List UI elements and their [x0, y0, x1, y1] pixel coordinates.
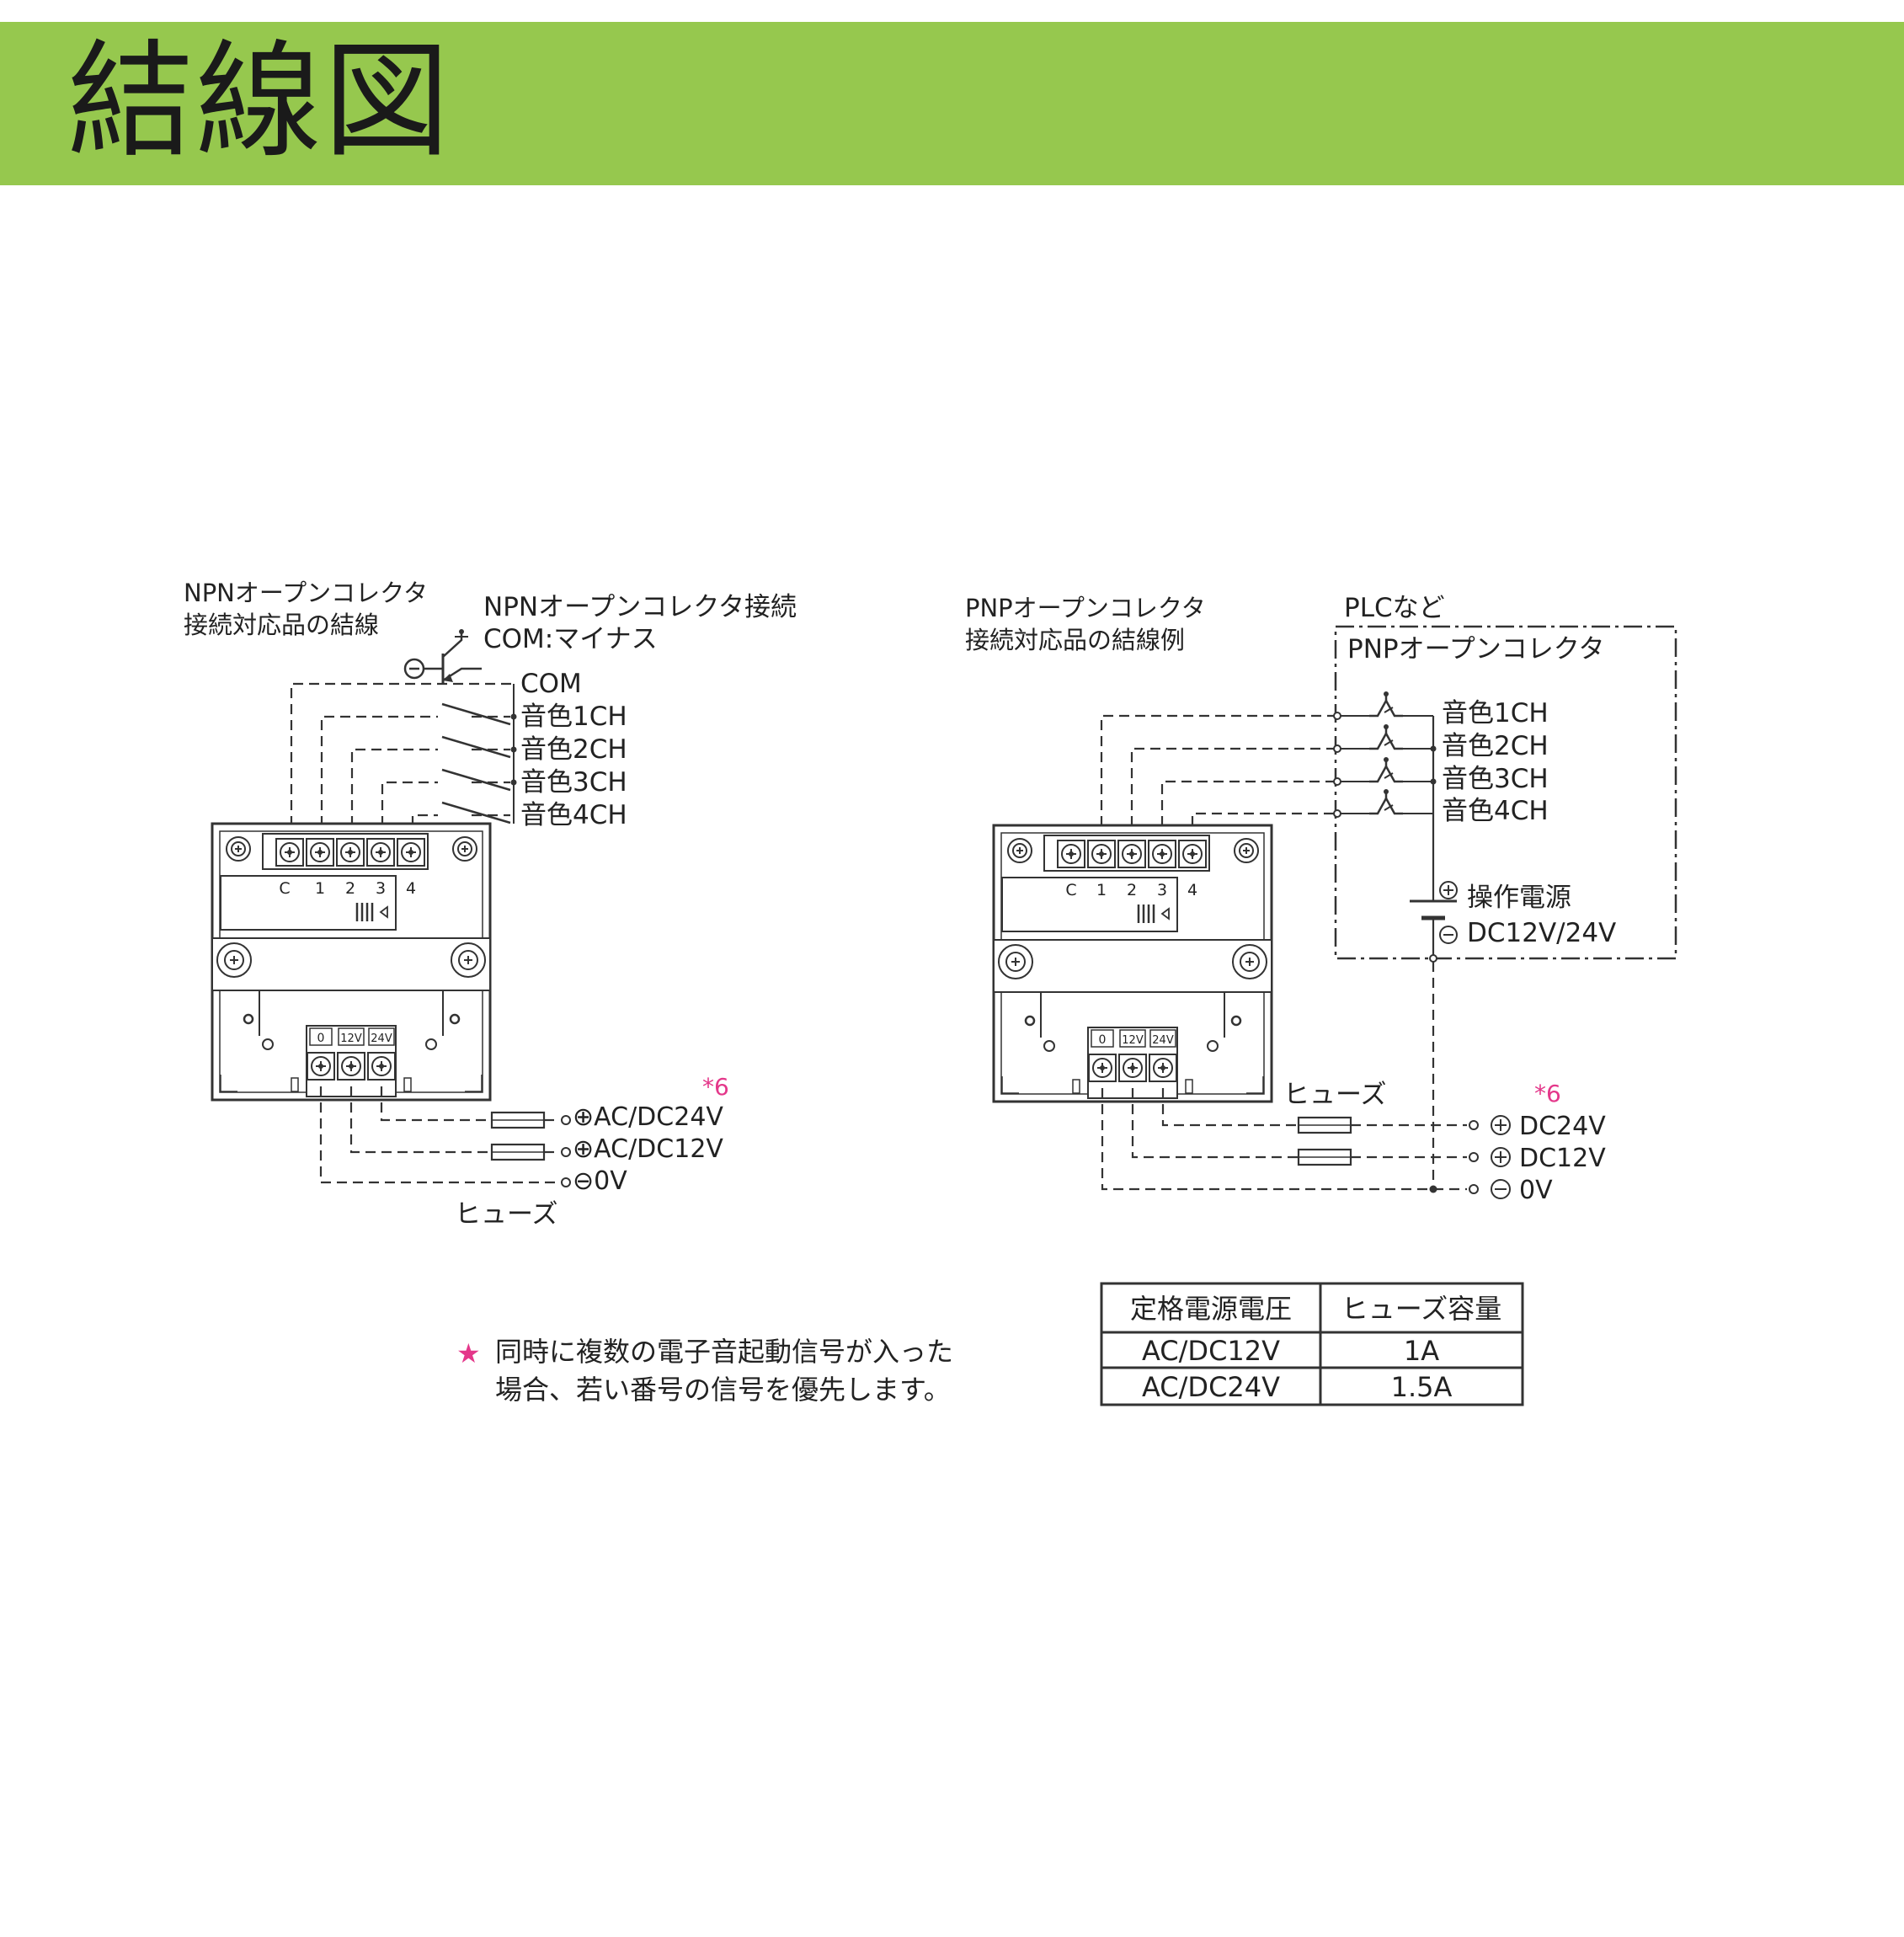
npn-terminal-4: 4 [406, 879, 416, 898]
pnp-caption-1: PNPオープンコレクタ [965, 594, 1206, 622]
npn-com-caption-2: COM:マイナス [483, 624, 658, 654]
pnp-diagram: PNPオープンコレクタ 接続対応品の結線例 PLCなど PNPオープンコレクタ … [965, 593, 1677, 1205]
pnp-terminal-3: 3 [1157, 881, 1167, 899]
pnp-device-body: C 1 2 3 4 0 12V 24V [992, 824, 1273, 1103]
pnp-terminal-c: C [1065, 881, 1076, 899]
pnp-supply-0v: 0V [1519, 1176, 1553, 1205]
table-header-fuse: ヒューズ容量 [1341, 1293, 1501, 1325]
npn-ch3-label: 音色3CH [520, 767, 627, 798]
pnp-polarity-signs [1491, 1115, 1511, 1199]
pnp-ch2-label: 音色2CH [1442, 731, 1549, 761]
pnp-caption-2: 接続対応品の結線例 [965, 626, 1185, 654]
pnp-power-wires [1101, 1088, 1467, 1191]
pnp-ch4-label: 音色4CH [1442, 796, 1549, 826]
npn-device-body: C 1 2 3 4 0 12V 24V [211, 822, 492, 1102]
pnp-op-voltage: DC12V/24V [1467, 918, 1616, 948]
table-row-2-voltage: AC/DC24V [1142, 1371, 1280, 1403]
npn-ch1-label: 音色1CH [520, 702, 627, 732]
npn-power-terminal-24v: 24V [371, 1033, 392, 1045]
pnp-power-terminal-12v: 12V [1122, 1034, 1144, 1047]
pnp-supply-24v: DC24V [1519, 1112, 1606, 1141]
operating-power-symbol [1410, 881, 1458, 963]
npn-supply-12v: ⊕AC/DC12V [573, 1134, 723, 1164]
table-header-voltage: 定格電源電圧 [1130, 1293, 1292, 1325]
note-line-2: 場合、若い番号の信号を優先します。 [495, 1374, 951, 1406]
npn-relay-contacts [441, 684, 515, 824]
pnp-plc-label: PLCなど [1344, 593, 1445, 623]
header-banner: 結線図 [0, 22, 1904, 185]
pnp-fuse-label: ヒューズ [1283, 1080, 1386, 1110]
npn-terminal-2: 2 [345, 879, 355, 898]
pnp-switches [1333, 690, 1437, 893]
npn-power-wires [319, 1086, 559, 1184]
npn-fuse-label: ヒューズ [455, 1199, 557, 1230]
pnp-fuse-24v [1297, 1116, 1352, 1134]
npn-caption-2: 接続対応品の結線 [184, 611, 379, 639]
pnp-supply-12v: DC12V [1519, 1144, 1606, 1173]
npn-power-terminal-12v: 12V [340, 1033, 362, 1045]
npn-transistor-symbol [403, 629, 482, 684]
plc-box [1334, 625, 1677, 960]
npn-com-label: COM [520, 669, 582, 699]
npn-com-caption-1: NPNオープンコレクタ接続 [483, 592, 797, 622]
fuse-table: 定格電源電圧 ヒューズ容量 AC/DC12V 1A AC/DC24V 1.5A [1100, 1282, 1524, 1406]
priority-note: ★ 同時に複数の電子音起動信号が入った 場合、若い番号の信号を優先します。 [456, 1336, 953, 1406]
npn-ch2-label: 音色2CH [520, 734, 627, 765]
pnp-box-title: PNPオープンコレクタ [1347, 634, 1604, 664]
npn-power-terminal-0: 0 [317, 1032, 325, 1045]
npn-signal-wires [290, 682, 514, 842]
npn-fuse-12v [490, 1143, 546, 1161]
pnp-terminal-2: 2 [1127, 881, 1137, 899]
npn-terminal-3: 3 [376, 879, 386, 898]
pnp-fuse-12v [1297, 1148, 1352, 1166]
npn-supply-24v: ⊕AC/DC24V [573, 1102, 723, 1132]
table-row-2-fuse: 1.5A [1391, 1371, 1453, 1403]
npn-caption-1: NPNオープンコレクタ [184, 579, 428, 607]
star-icon: ★ [456, 1337, 481, 1369]
page-title: 結線図 [67, 29, 452, 175]
npn-fuse-24v [490, 1111, 546, 1129]
npn-ch4-label: 音色4CH [520, 800, 627, 830]
pnp-power-terminal-24v: 24V [1152, 1034, 1174, 1047]
table-row-1-voltage: AC/DC12V [1142, 1335, 1280, 1367]
pnp-note-ref: *6 [1534, 1080, 1561, 1107]
pnp-power-terminal-0: 0 [1099, 1033, 1107, 1047]
pnp-ch3-label: 音色3CH [1442, 764, 1549, 794]
npn-terminal-c: C [279, 879, 290, 898]
pnp-ch1-label: 音色1CH [1442, 698, 1549, 728]
note-line-1: 同時に複数の電子音起動信号が入った [495, 1336, 953, 1368]
pnp-terminal-4: 4 [1187, 881, 1197, 899]
pnp-op-power: 操作電源 [1467, 883, 1571, 913]
npn-terminal-1: 1 [315, 879, 325, 898]
table-row-1-fuse: 1A [1404, 1335, 1439, 1367]
npn-note-ref: *6 [702, 1073, 729, 1101]
npn-supply-0v: ⊖0V [573, 1166, 627, 1196]
npn-diagram: NPNオープンコレクタ 接続対応品の結線 NPNオープンコレクタ接続 COM:マ… [184, 579, 797, 1230]
pnp-terminal-1: 1 [1096, 881, 1107, 899]
